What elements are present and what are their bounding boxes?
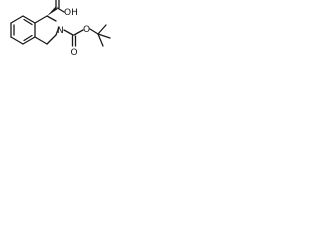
nitrogen-label: N	[57, 26, 64, 36]
acid-c-o-bond	[56, 7, 65, 13]
hydroxyl-label: OH	[64, 8, 78, 18]
ring-bond	[46, 15, 57, 22]
carbamate-carbonyl-oxygen-label: O	[71, 48, 78, 58]
tbutyl-methyl-bond	[97, 33, 111, 39]
o-tbutyl-bond	[89, 28, 99, 35]
benzene-ring	[10, 15, 36, 45]
c-o-ester-bond	[73, 29, 84, 36]
carboxylic-acid-group: OH O	[55, 0, 78, 18]
n-c-bond	[63, 29, 74, 36]
ester-oxygen-label: O	[83, 25, 90, 35]
ring-bond	[55, 26, 60, 36]
boc-carbamate-group: O O	[63, 24, 111, 58]
ring-bond	[22, 36, 36, 45]
ring-double-bond	[23, 34, 33, 42]
ring-bond	[10, 15, 24, 24]
ring-bond	[22, 15, 36, 24]
stereo-wedge-bond	[47, 6, 58, 16]
tbutyl-methyl-bond	[97, 24, 107, 35]
ring-bond	[34, 36, 48, 45]
ring-bond	[46, 34, 57, 45]
tbutyl-methyl-bond	[97, 33, 104, 47]
ring-bond	[34, 15, 48, 24]
saturated-ring	[34, 15, 60, 45]
ring-bond	[10, 36, 24, 45]
ring-double-bond	[23, 18, 33, 26]
chemical-structure-diagram: OH O N O O	[10, 0, 111, 58]
